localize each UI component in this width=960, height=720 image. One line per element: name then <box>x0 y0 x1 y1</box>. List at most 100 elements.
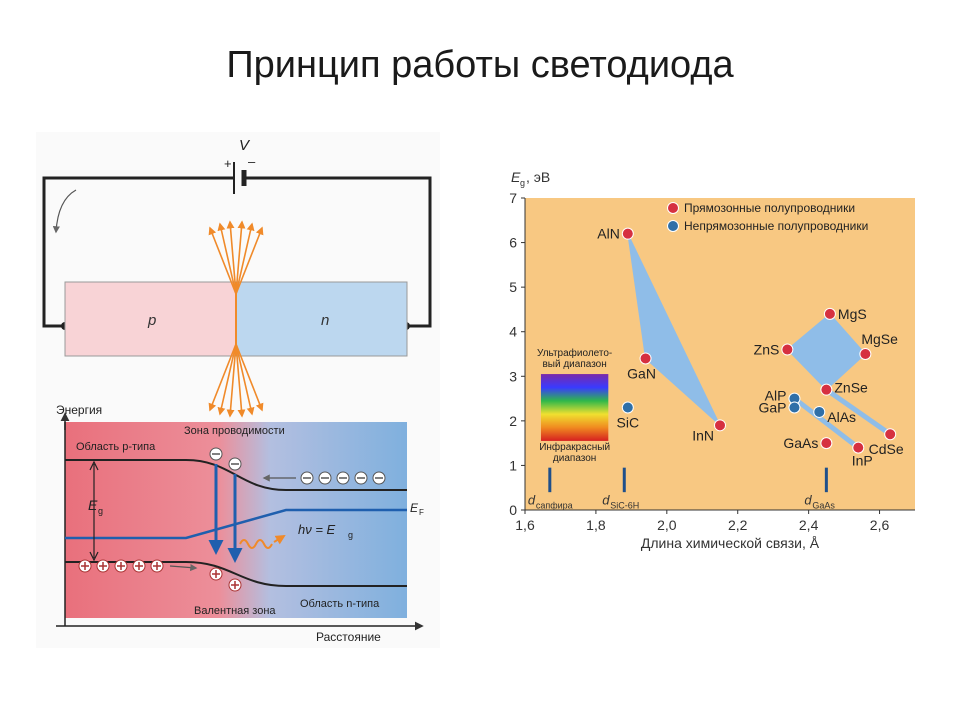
led-diagram: V + – p n Энергия Р <box>42 137 432 644</box>
hole-icon <box>78 559 92 573</box>
substrate-label: d <box>528 493 536 508</box>
point-label-alp: AlP <box>765 388 787 404</box>
slide-title: Принцип работы светодиода <box>226 44 734 86</box>
electron-icon <box>372 471 386 485</box>
point-label-alas: AlAs <box>827 409 856 425</box>
data-point-gap <box>788 401 801 414</box>
y-tick-label: 1 <box>509 457 517 473</box>
hole-icon <box>114 559 128 573</box>
y-axis-title-unit: , эВ <box>526 169 550 185</box>
photon-equation: hν = E <box>298 522 336 537</box>
x-tick-label: 1,8 <box>586 517 606 533</box>
valence-band-label: Валентная зона <box>194 605 276 617</box>
ef-sub: F <box>419 508 424 517</box>
electron-icon <box>318 471 332 485</box>
legend-label: Прямозонные полупроводники <box>684 201 855 215</box>
p-region-label: Область p-типа <box>76 441 156 453</box>
point-label-znse: ZnSe <box>834 380 868 396</box>
hole-icon <box>228 578 242 592</box>
hole-icon <box>209 567 223 581</box>
n-region <box>235 281 408 357</box>
x-tick-label: 1,6 <box>515 517 535 533</box>
y-tick-label: 7 <box>509 190 517 206</box>
ir-range-label: диапазон <box>553 453 596 464</box>
x-tick-label: 2,2 <box>728 517 748 533</box>
point-label-gaas: GaAs <box>783 435 818 451</box>
n-label: n <box>321 312 329 329</box>
point-label-inp: InP <box>852 453 873 469</box>
energy-axis-label: Энергия <box>56 403 102 417</box>
y-tick-label: 2 <box>509 413 517 429</box>
electron-icon <box>336 471 350 485</box>
uv-range-label: вый диапазон <box>542 359 606 370</box>
y-axis-title-sub: g <box>520 178 525 188</box>
visible-spectrum-bar <box>540 374 609 441</box>
holes-group <box>78 559 242 592</box>
data-point-sic <box>621 401 634 414</box>
eg-label: E <box>88 497 98 513</box>
y-tick-label: 5 <box>509 279 517 295</box>
data-point-alas <box>813 405 826 418</box>
legend-label: Непрямозонные полупроводники <box>684 219 868 233</box>
data-point-mgse <box>859 348 872 360</box>
znse-cdse-tie-line <box>824 387 892 437</box>
data-point-mgs <box>823 307 836 320</box>
battery-icon <box>233 162 247 194</box>
substrate-label: d <box>602 493 610 508</box>
x-tick-label: 2,6 <box>870 517 890 533</box>
substrate-label: d <box>804 493 812 508</box>
point-label-mgs: MgS <box>838 306 867 322</box>
photon-wave-icon <box>239 539 273 549</box>
point-label-cdse: CdSe <box>869 441 904 457</box>
data-point-gan <box>639 352 652 365</box>
point-label-mgse: MgSe <box>861 331 898 347</box>
point-label-aln: AlN <box>597 226 620 242</box>
legend-marker <box>667 202 679 214</box>
legend-marker <box>667 220 679 232</box>
light-rays-icon <box>208 220 264 418</box>
point-label-gap: GaP <box>758 399 786 415</box>
electron-icon <box>300 471 314 485</box>
voltage-label: V <box>239 137 251 154</box>
data-point-zns <box>781 343 794 356</box>
data-point-gaas <box>820 437 833 450</box>
valence-band-edge <box>65 561 407 587</box>
alp-inp-tie-line <box>792 396 860 450</box>
point-label-zns: ZnS <box>754 342 780 358</box>
plus-sign: + <box>224 156 232 171</box>
p-region <box>64 281 237 357</box>
electron-icon <box>354 471 368 485</box>
point-label-sic: SiC <box>617 414 640 430</box>
x-axis-title: Длина химической связи, Å <box>641 535 820 551</box>
substrate-sub: SiC-6H <box>610 501 639 511</box>
x-tick-label: 2,4 <box>799 517 819 533</box>
hole-icon <box>150 559 164 573</box>
led-diagram-panel: V + – p n Энергия Р <box>36 132 440 648</box>
data-point-inn <box>714 419 726 432</box>
data-point-inp <box>852 441 865 454</box>
n-region-label: Область n-типа <box>300 598 380 610</box>
point-label-gan: GaN <box>627 365 656 381</box>
hole-icon <box>132 559 146 573</box>
substrate-sub: сапфира <box>536 501 573 511</box>
y-axis-title: E <box>511 169 521 185</box>
point-label-inn: InN <box>692 427 714 443</box>
electron-icon <box>228 457 242 471</box>
current-arrow <box>52 189 77 234</box>
photon-sub: g <box>348 530 353 540</box>
eg-sub: g <box>98 506 103 516</box>
x-tick-label: 2,0 <box>657 517 677 533</box>
substrate-sub: GaAs <box>812 501 835 511</box>
y-tick-label: 0 <box>509 502 517 518</box>
ir-range-label: Инфракрасный <box>539 441 610 453</box>
y-tick-label: 4 <box>509 324 517 340</box>
electrons-group <box>209 447 386 485</box>
data-point-aln <box>621 227 634 240</box>
ef-label: E <box>410 501 419 515</box>
electron-icon <box>209 447 223 461</box>
uv-range-label: Ультрафиолето- <box>537 347 612 359</box>
conduction-band-label: Зона проводимости <box>184 425 285 437</box>
y-tick-label: 6 <box>509 235 517 251</box>
